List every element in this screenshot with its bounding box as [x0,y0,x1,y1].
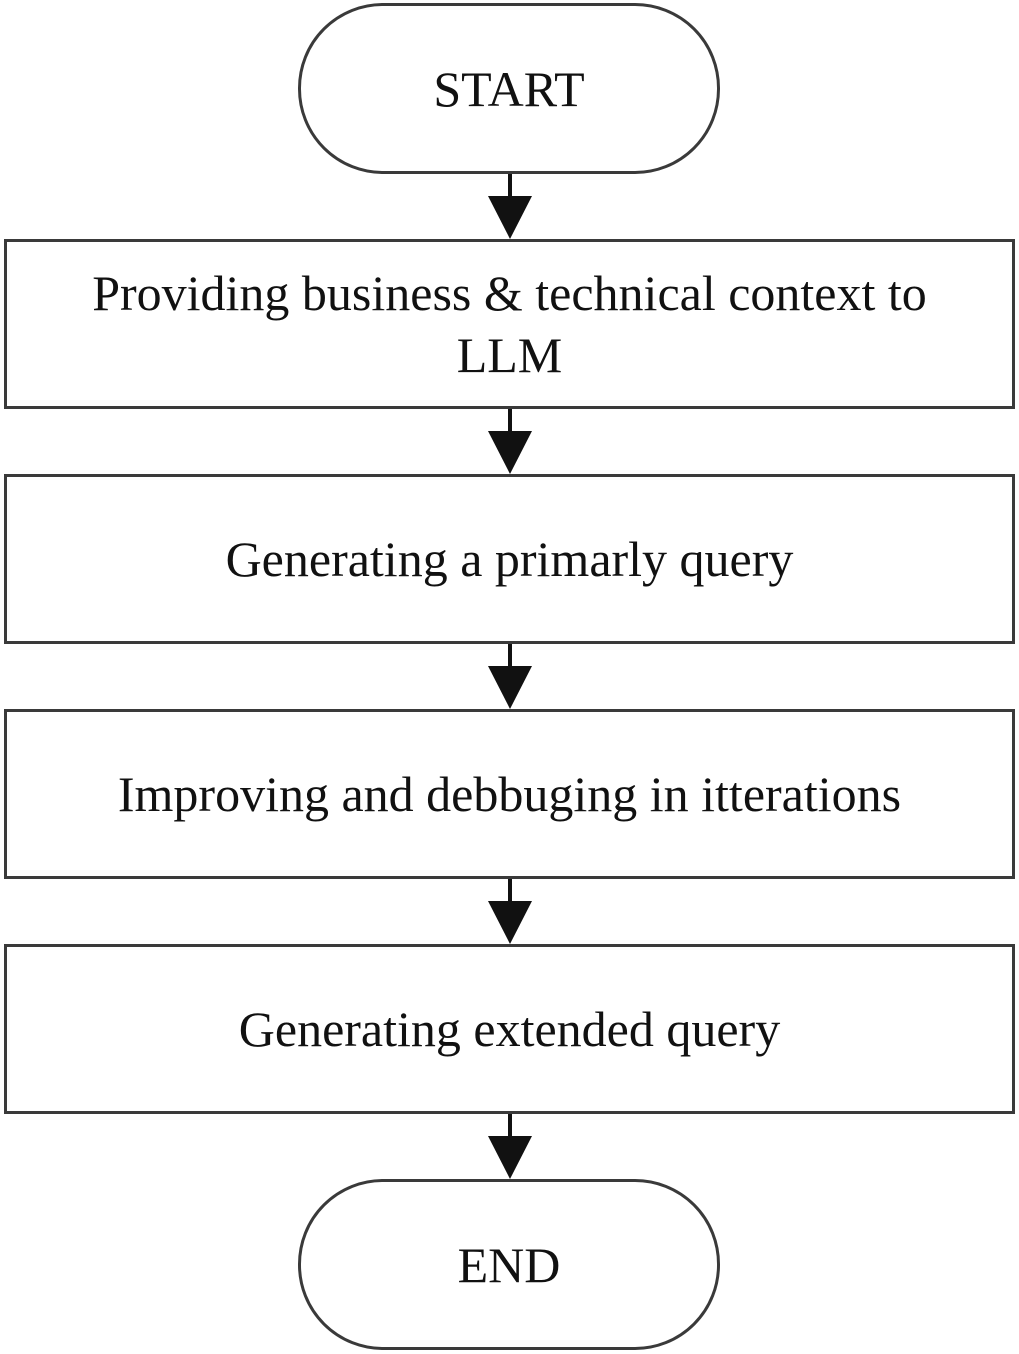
start-terminal: START [298,3,720,174]
end-terminal: END [298,1179,720,1350]
step-generate-primary-query-label: Generating a primarly query [225,531,794,587]
step-generate-extended-query: Generating extended query [4,944,1015,1114]
arrow-start-to-step-1 [488,174,532,239]
arrow-step-4-to-end [488,1114,532,1179]
step-generate-extended-query-label: Generating extended query [238,1001,781,1057]
end-label: END [457,1236,561,1293]
step-improve-debug: Improving and debbuging in itterations [4,709,1015,879]
arrow-step-2-to-step-3 [488,644,532,709]
arrow-step-3-to-step-4 [488,879,532,944]
step-generate-primary-query: Generating a primarly query [4,474,1015,644]
start-label: START [433,60,585,117]
step-improve-debug-label: Improving and debbuging in itterations [117,766,902,822]
step-provide-context: Providing business & technical context t… [4,239,1015,409]
arrow-step-1-to-step-2 [488,409,532,474]
step-provide-context-label: Providing business & technical context t… [92,265,927,383]
